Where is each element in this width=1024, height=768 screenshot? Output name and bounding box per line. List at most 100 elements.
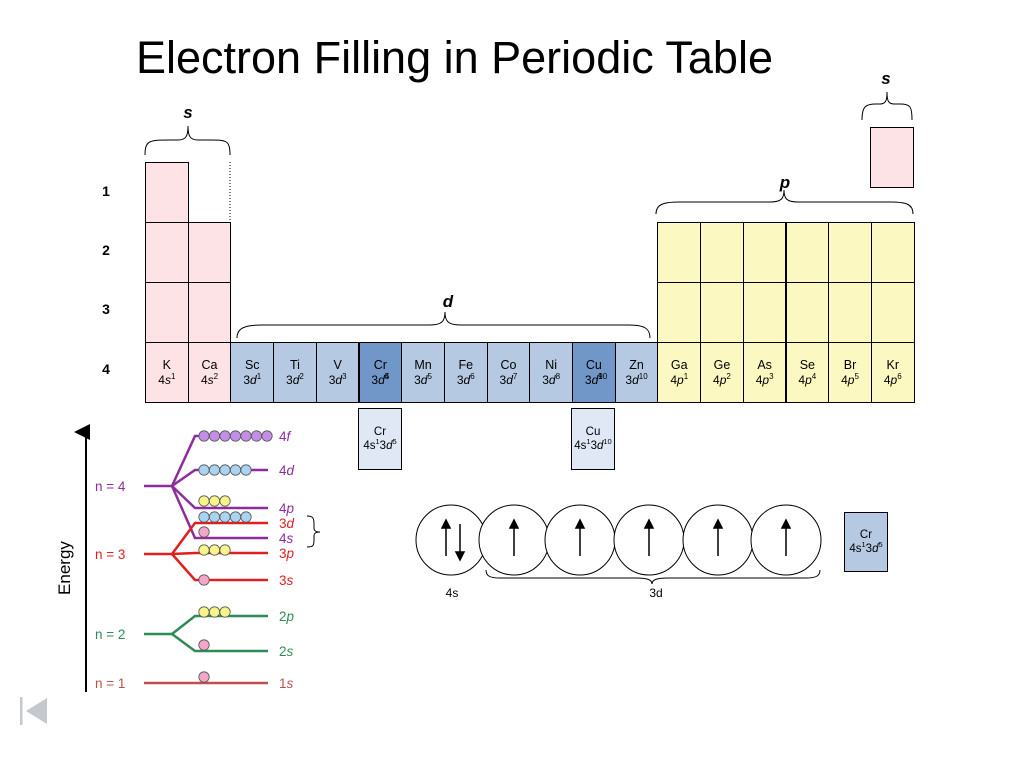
- sublevel-label: 2s: [279, 644, 294, 659]
- orbital-3d-label: 3d: [649, 586, 662, 600]
- spin-up-arrow: [508, 518, 520, 556]
- callout-config: 4s13d5: [363, 437, 397, 452]
- orbital-dot: [219, 606, 231, 618]
- d-block-label: d: [442, 292, 454, 311]
- element-symbol: As: [757, 357, 772, 372]
- sublevel-label: 4p: [279, 501, 295, 516]
- sublevel-label: 4s: [279, 531, 294, 546]
- element-symbol: Br: [843, 357, 857, 372]
- electron-config: 4p6: [883, 371, 902, 387]
- electron-config: 4p1: [670, 371, 689, 387]
- orbital-dot: [198, 606, 210, 618]
- orbital-dot: [229, 430, 242, 442]
- orbital-dot: [198, 639, 210, 651]
- sublevel-line-3p: [171, 551, 268, 556]
- electron-config: 4p5: [841, 371, 859, 387]
- orbital-dot: [240, 464, 252, 476]
- sublevel-line-3s: [171, 553, 268, 582]
- element-symbol: Co: [500, 357, 517, 372]
- orbital-dot: [219, 495, 231, 507]
- period-number: 2: [102, 242, 110, 258]
- callout-config: 4s13d10: [574, 437, 612, 452]
- electron-config: 3d3: [328, 371, 347, 387]
- empty-p-cell: [700, 282, 744, 343]
- sublevel-label: 4f: [279, 429, 292, 444]
- orbital-4s: [415, 504, 487, 576]
- sublevel-line-2p: [171, 614, 268, 635]
- empty-p-cell: [785, 282, 830, 343]
- electron-config: 3d8: [542, 371, 561, 387]
- callout-symbol: Cr: [373, 426, 387, 438]
- spin-up-arrow: [643, 518, 655, 556]
- orbital-dot: [219, 430, 231, 442]
- p-block-brace: [655, 189, 914, 215]
- energy-level-diagram: Energy n = 4n = 3n = 2n = 14f4d4p3d4s3p3…: [55, 424, 321, 692]
- element-symbol: Ni: [545, 357, 558, 372]
- period-number: 3: [102, 301, 110, 317]
- orbital-dot: [219, 464, 231, 476]
- first-slide-icon[interactable]: [18, 695, 50, 727]
- orbital-dot: [240, 511, 252, 523]
- orbital-dot: [208, 544, 221, 556]
- sublevel-label: 2p: [279, 609, 295, 624]
- empty-s-cell: [145, 282, 189, 343]
- orbital-dot: [198, 511, 210, 523]
- orbital-dot: [208, 464, 221, 476]
- helium-cell: [870, 127, 914, 188]
- spin-down-arrow: [454, 524, 466, 562]
- shell-label: n = 3: [95, 547, 125, 562]
- empty-p-cell: [785, 222, 830, 283]
- p-block-label: p: [779, 173, 791, 192]
- orbital-box-diagram: 4s 3d: [415, 504, 822, 600]
- s-block-label-helium: s: [881, 69, 891, 88]
- orbital-dot: [261, 430, 273, 442]
- element-symbol: Ti: [289, 357, 300, 372]
- element-symbol: Sc: [244, 357, 260, 372]
- electron-config: 4s1: [158, 371, 176, 387]
- d-block-brace: [236, 311, 651, 339]
- element-symbol: Mn: [414, 357, 432, 372]
- sublevel-label: 4d: [279, 463, 295, 478]
- orbital-dot: [198, 544, 210, 556]
- empty-s-cell: [187, 282, 232, 343]
- empty-s-cell: [145, 222, 189, 283]
- empty-p-cell: [828, 282, 872, 343]
- spin-up-arrow: [440, 518, 452, 556]
- electron-config: 3d10: [625, 371, 648, 387]
- element-symbol: Fe: [458, 357, 474, 372]
- sublevel-line-4s: [170, 485, 268, 540]
- orbital-dot: [219, 544, 231, 556]
- copper-callout: Cu 4s13d10: [571, 408, 615, 470]
- element-symbol: Se: [799, 357, 815, 372]
- sublevel-label: 3p: [279, 546, 295, 561]
- electron-config: 3d5: [414, 371, 432, 387]
- shell-label: n = 4: [95, 479, 126, 494]
- orbital-dot: [250, 430, 263, 442]
- element-symbol: Cu: [585, 357, 602, 372]
- s-block-brace-helium: [861, 91, 913, 121]
- empty-p-cell: [657, 222, 702, 283]
- electron-config: 4p4: [798, 371, 817, 387]
- electron-config: 4p2: [713, 371, 731, 387]
- element-symbol: Ge: [713, 357, 731, 372]
- element-symbol: Kr: [886, 357, 899, 372]
- element-symbol: Ga: [670, 357, 688, 372]
- sublevel-line-4p: [171, 485, 268, 510]
- orbital-dot: [240, 430, 252, 442]
- electron-config: 3d7: [499, 371, 518, 387]
- chromium-callout: Cr 4s13d5: [358, 408, 402, 470]
- sublevel-line-3d: [170, 521, 268, 555]
- period-number: 4: [102, 361, 110, 377]
- sublevel-line-4f: [170, 434, 268, 487]
